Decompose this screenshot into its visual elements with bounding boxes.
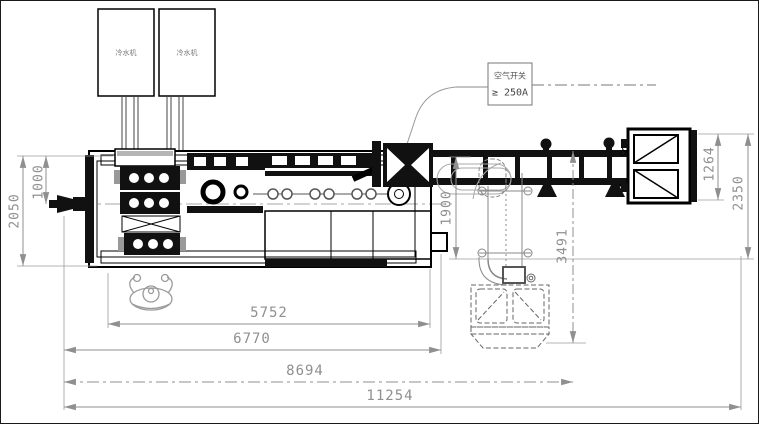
clamp-unit-lower — [118, 215, 186, 255]
barrel-rails — [265, 153, 377, 176]
dim-5752: 5752 — [250, 305, 288, 321]
chiller-2-label: 冷水机 — [176, 49, 198, 57]
dimension-lines — [19, 134, 752, 411]
incline-conveyor — [351, 141, 433, 187]
die-nozzle — [49, 195, 89, 213]
drive-section — [187, 153, 265, 213]
dim-2350: 2350 — [731, 175, 747, 211]
dim-2050: 2050 — [7, 193, 23, 229]
chiller-1-label: 冷水机 — [115, 49, 137, 57]
discharge-column — [477, 158, 536, 286]
clamp-unit-upper — [114, 166, 186, 214]
pellet-hopper — [469, 284, 551, 349]
extension-lines — [17, 133, 754, 410]
operator-figure — [129, 273, 173, 311]
breaker-rating-label: ≥ 250A — [491, 87, 529, 99]
turnover-unit — [620, 127, 697, 205]
breaker-name-label: 空气开关 — [494, 71, 526, 81]
screw-line — [253, 182, 411, 206]
dim-1000: 1000 — [31, 164, 47, 200]
dim-6770: 6770 — [233, 331, 271, 347]
dim-1900: 1900 — [439, 190, 455, 226]
dim-3491: 3491 — [555, 228, 571, 264]
roller-section — [436, 162, 512, 200]
dim-11254: 11254 — [366, 388, 414, 404]
dim-1264: 1264 — [702, 146, 718, 182]
chiller-units — [97, 8, 216, 151]
breaker-callout — [403, 62, 656, 154]
base-frame — [264, 210, 448, 267]
dim-8694: 8694 — [286, 363, 324, 379]
takeoff-conveyor — [433, 137, 635, 202]
